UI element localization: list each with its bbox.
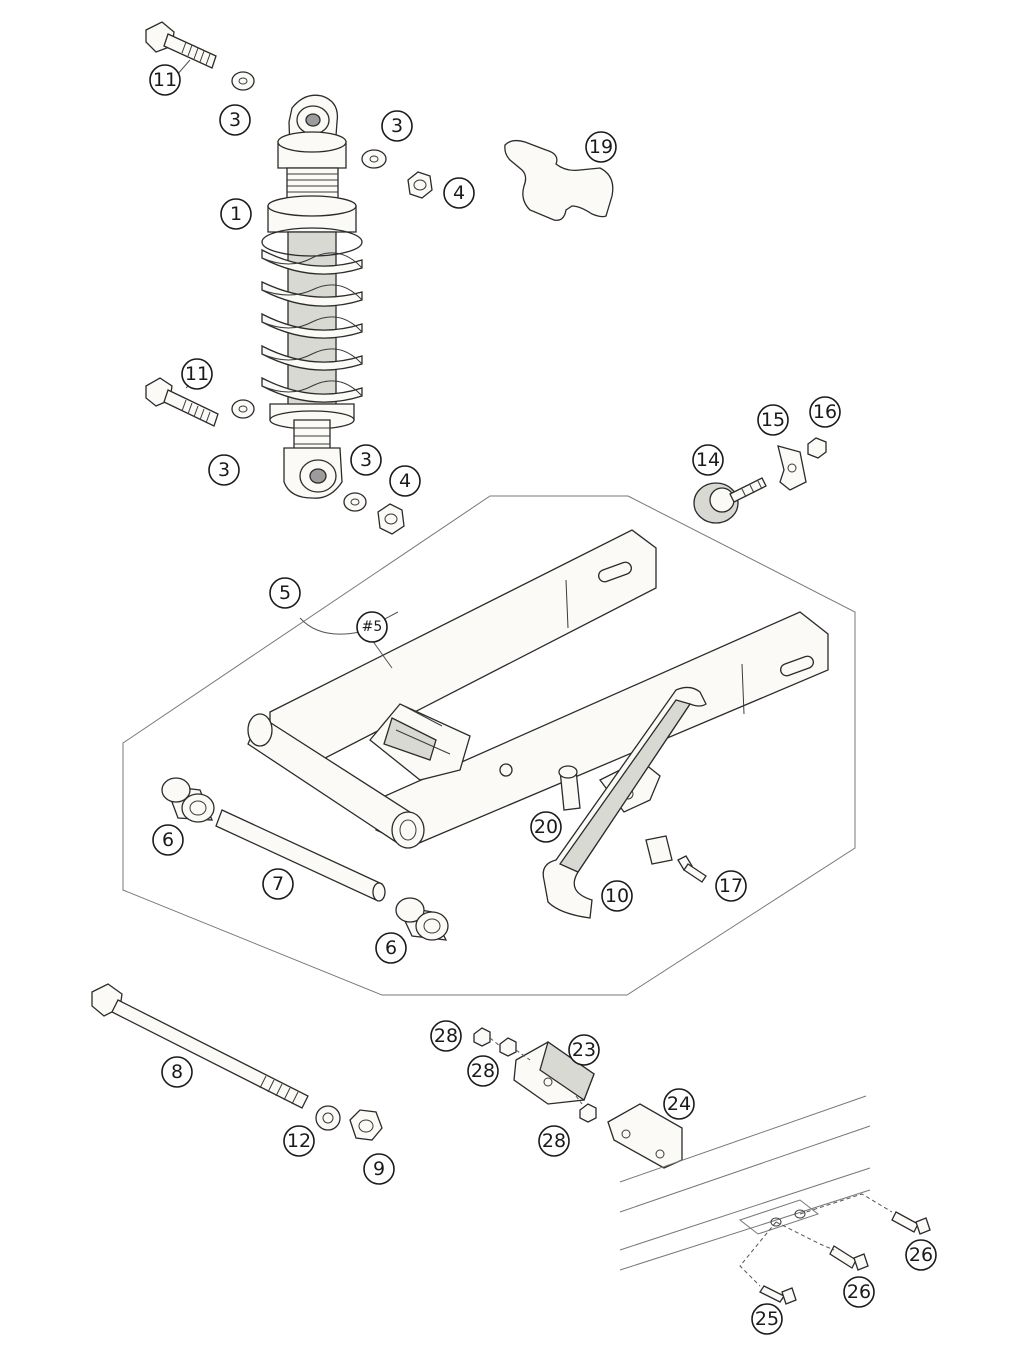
callout-28-bottom: 28 bbox=[538, 1125, 570, 1157]
callout-8: 8 bbox=[161, 1056, 193, 1088]
callout-7: 7 bbox=[262, 868, 294, 900]
callout-15: 15 bbox=[757, 404, 789, 436]
callout-25: 25 bbox=[751, 1303, 783, 1335]
spacer-20 bbox=[558, 765, 581, 811]
callout-26-lower: 26 bbox=[843, 1276, 875, 1308]
chain-slider-10 bbox=[542, 686, 707, 919]
svg-text:14: 14 bbox=[696, 449, 720, 471]
svg-text:17: 17 bbox=[719, 875, 743, 897]
svg-text:1: 1 bbox=[230, 203, 242, 225]
svg-text:28: 28 bbox=[434, 1025, 458, 1047]
bushing-6-left bbox=[161, 777, 215, 823]
svg-text:25: 25 bbox=[755, 1308, 779, 1330]
svg-text:3: 3 bbox=[218, 459, 230, 481]
svg-text:4: 4 bbox=[399, 470, 411, 492]
nut-upper bbox=[407, 171, 433, 199]
nut-28-c bbox=[579, 1103, 597, 1123]
callout-17: 17 bbox=[715, 870, 747, 902]
svg-text:26: 26 bbox=[847, 1281, 871, 1303]
bushing-6-right bbox=[395, 897, 449, 941]
svg-text:23: 23 bbox=[572, 1039, 596, 1061]
axle-bolt-8 bbox=[91, 983, 309, 1109]
nut-9 bbox=[349, 1109, 383, 1141]
nut-16 bbox=[807, 437, 827, 459]
svg-text:6: 6 bbox=[385, 937, 397, 959]
svg-text:16: 16 bbox=[813, 401, 837, 423]
svg-text:8: 8 bbox=[171, 1061, 183, 1083]
callout-3-upper-left: 3 bbox=[219, 104, 251, 136]
rubber-buffer-14 bbox=[693, 477, 767, 524]
swingarm bbox=[247, 529, 829, 849]
screw-26-a bbox=[891, 1211, 931, 1235]
frame-rails bbox=[619, 1095, 871, 1271]
svg-text:26: 26 bbox=[909, 1244, 933, 1266]
screw-26-b bbox=[829, 1245, 869, 1271]
callout-28-middle: 28 bbox=[467, 1055, 499, 1087]
washer-upper-right bbox=[361, 149, 387, 169]
callout-6-right: 6 bbox=[375, 932, 407, 964]
callout-16: 16 bbox=[809, 396, 841, 428]
svg-text:15: 15 bbox=[761, 409, 785, 431]
washer-lower-left bbox=[231, 399, 255, 419]
callout-4-lower: 4 bbox=[389, 465, 421, 497]
shock-absorber bbox=[261, 94, 363, 499]
svg-text:10: 10 bbox=[605, 885, 629, 907]
callout-11-lower: 11 bbox=[181, 358, 213, 390]
svg-text:11: 11 bbox=[153, 69, 177, 91]
svg-text:24: 24 bbox=[667, 1093, 691, 1115]
bracket-15 bbox=[777, 445, 807, 491]
nut-lower bbox=[377, 503, 405, 535]
nut-28-a bbox=[473, 1027, 491, 1047]
callout-14: 14 bbox=[692, 444, 724, 476]
callout-26-right: 26 bbox=[905, 1239, 937, 1271]
svg-text:3: 3 bbox=[391, 115, 403, 137]
callout-12: 12 bbox=[283, 1125, 315, 1157]
svg-text:#5: #5 bbox=[362, 619, 383, 635]
nut-28-b bbox=[499, 1037, 517, 1057]
svg-text:3: 3 bbox=[360, 449, 372, 471]
svg-text:4: 4 bbox=[453, 182, 465, 204]
callout-28-top: 28 bbox=[430, 1020, 462, 1052]
svg-text:9: 9 bbox=[373, 1158, 385, 1180]
callout-6-left: 6 bbox=[152, 824, 184, 856]
upper-bolt bbox=[145, 21, 217, 69]
svg-text:7: 7 bbox=[272, 873, 284, 895]
swingarm-kit-boundary bbox=[122, 495, 856, 996]
plate-19 bbox=[504, 139, 614, 221]
callout-19: 19 bbox=[585, 131, 617, 163]
callout-5-sub: #5 bbox=[356, 611, 388, 643]
screw-25 bbox=[759, 1285, 797, 1305]
callout-20: 20 bbox=[530, 811, 562, 843]
callout-3-upper-right: 3 bbox=[381, 110, 413, 142]
screw-17 bbox=[677, 855, 707, 883]
callout-11-upper: 11 bbox=[149, 64, 181, 96]
washer-lower-right bbox=[343, 492, 367, 512]
svg-text:3: 3 bbox=[229, 109, 241, 131]
svg-text:11: 11 bbox=[185, 363, 209, 385]
lower-bolt bbox=[145, 377, 219, 427]
washer-upper-left bbox=[231, 71, 255, 91]
callout-5: 5 bbox=[269, 577, 301, 609]
callout-1: 1 bbox=[220, 198, 252, 230]
svg-text:12: 12 bbox=[287, 1130, 311, 1152]
callout-24: 24 bbox=[663, 1088, 695, 1120]
svg-text:6: 6 bbox=[162, 829, 174, 851]
callout-9: 9 bbox=[363, 1153, 395, 1185]
washer-12 bbox=[315, 1105, 341, 1131]
pivot-axle-7 bbox=[215, 809, 386, 902]
callout-3-lower-right: 3 bbox=[350, 444, 382, 476]
callout-3-lower-left: 3 bbox=[208, 454, 240, 486]
callout-23: 23 bbox=[568, 1034, 600, 1066]
callout-4-upper: 4 bbox=[443, 177, 475, 209]
svg-text:20: 20 bbox=[534, 816, 558, 838]
svg-text:28: 28 bbox=[542, 1130, 566, 1152]
svg-text:28: 28 bbox=[471, 1060, 495, 1082]
bracket-23 bbox=[513, 1040, 595, 1105]
svg-text:19: 19 bbox=[589, 136, 613, 158]
callout-10: 10 bbox=[601, 880, 633, 912]
spring bbox=[261, 227, 363, 403]
svg-text:5: 5 bbox=[279, 582, 291, 604]
